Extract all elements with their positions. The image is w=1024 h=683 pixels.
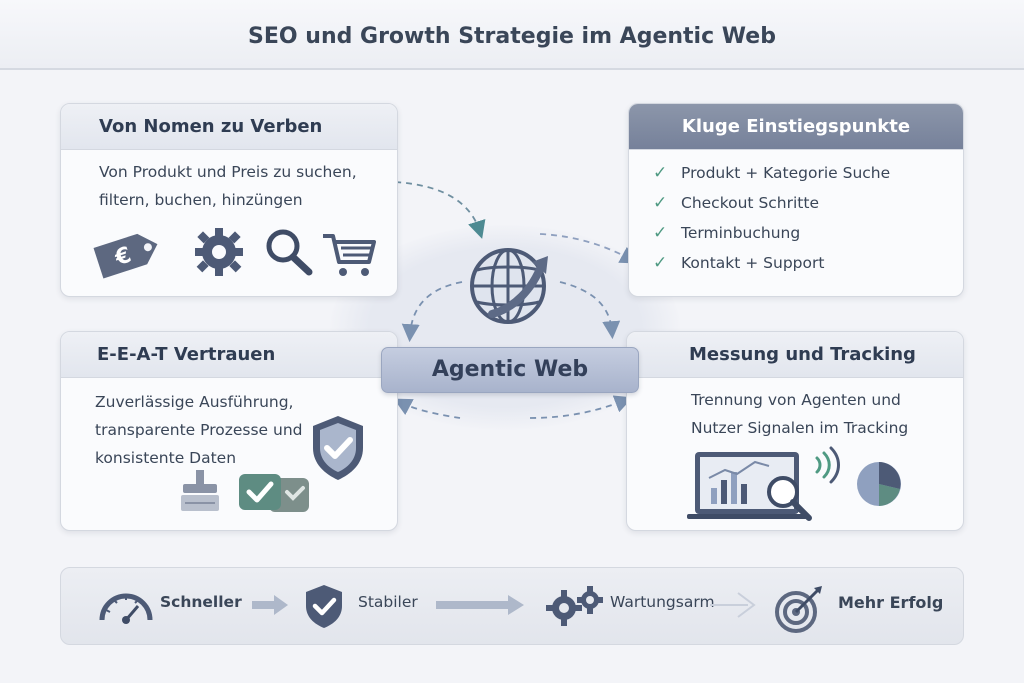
shield-check-icon <box>313 416 363 480</box>
magnifier-icon <box>266 229 313 276</box>
card-einstiegspunkte: Kluge Einstiegspunkte ✓Produkt + Kategor… <box>628 103 964 297</box>
arrow-bottom-left <box>393 398 461 419</box>
card-einstieg-title: Kluge Einstiegspunkte <box>629 104 963 150</box>
benefit-wartungsarm: Wartungsarm <box>610 593 715 611</box>
arrow-right-icon <box>710 592 756 618</box>
globe-growth-icon <box>470 248 548 324</box>
pie-chart-icon <box>857 462 901 506</box>
gears-icon <box>546 586 603 626</box>
header-bar: SEO und Growth Strategie im Agentic Web <box>0 0 1024 70</box>
card-nomen-verben: Von Nomen zu Verben Von Produkt und Prei… <box>60 103 398 297</box>
laptop-chart-icon <box>687 452 812 521</box>
benefit-stabiler: Stabiler <box>358 593 418 611</box>
signal-icon <box>815 446 840 484</box>
cards-check-icon <box>239 474 309 512</box>
shield-check-icon <box>306 585 342 628</box>
euro-tag-icon: € <box>93 233 158 279</box>
einstieg-checklist: ✓Produkt + Kategorie Suche ✓Checkout Sch… <box>653 158 890 278</box>
card-nomen-title: Von Nomen zu Verben <box>61 104 397 150</box>
arrow-hub-to-einstieg <box>539 233 639 264</box>
arrow-bottom-right <box>529 395 633 419</box>
card-messung: Messung und Tracking Trennung von Agente… <box>626 331 964 531</box>
benefit-schneller: Schneller <box>160 593 242 611</box>
check-icon: ✓ <box>653 253 668 273</box>
speedometer-icon <box>99 593 153 624</box>
stamp-icon <box>181 470 219 511</box>
check-icon: ✓ <box>653 223 668 243</box>
card-eeat-text: Zuverlässige Ausführung, transparente Pr… <box>95 393 303 467</box>
svg-text:€: € <box>111 243 134 272</box>
arrow-hub-to-messung <box>559 281 621 340</box>
arrow-hub-to-eeat <box>401 281 463 343</box>
arrow-right-icon <box>252 595 288 615</box>
checklist-item: ✓Checkout Schritte <box>653 188 890 218</box>
benefit-mehr-erfolg: Mehr Erfolg <box>838 593 944 612</box>
checklist-item: ✓Produkt + Kategorie Suche <box>653 158 890 188</box>
check-icon: ✓ <box>653 163 668 183</box>
gear-icon <box>195 228 243 276</box>
card-eeat-title: E-E-A-T Vertrauen <box>61 332 397 378</box>
card-messung-text: Trennung von Agenten und Nutzer Signalen… <box>691 391 909 437</box>
page-title: SEO und Growth Strategie im Agentic Web <box>248 24 776 49</box>
card-eeat: E-E-A-T Vertrauen Zuverlässige Ausführun… <box>60 331 398 531</box>
check-icon: ✓ <box>653 193 668 213</box>
card-messung-title: Messung und Tracking <box>627 332 963 378</box>
card-nomen-text: Von Produkt und Preis zu suchen, filtern… <box>99 163 357 209</box>
checklist-item: ✓Kontakt + Support <box>653 248 890 278</box>
cart-icon <box>323 234 376 276</box>
arrow-right-icon <box>436 595 524 615</box>
target-icon <box>775 586 822 633</box>
checklist-item: ✓Terminbuchung <box>653 218 890 248</box>
hub-label: Agentic Web <box>381 347 639 393</box>
arrow-nomen-to-hub <box>394 181 486 239</box>
